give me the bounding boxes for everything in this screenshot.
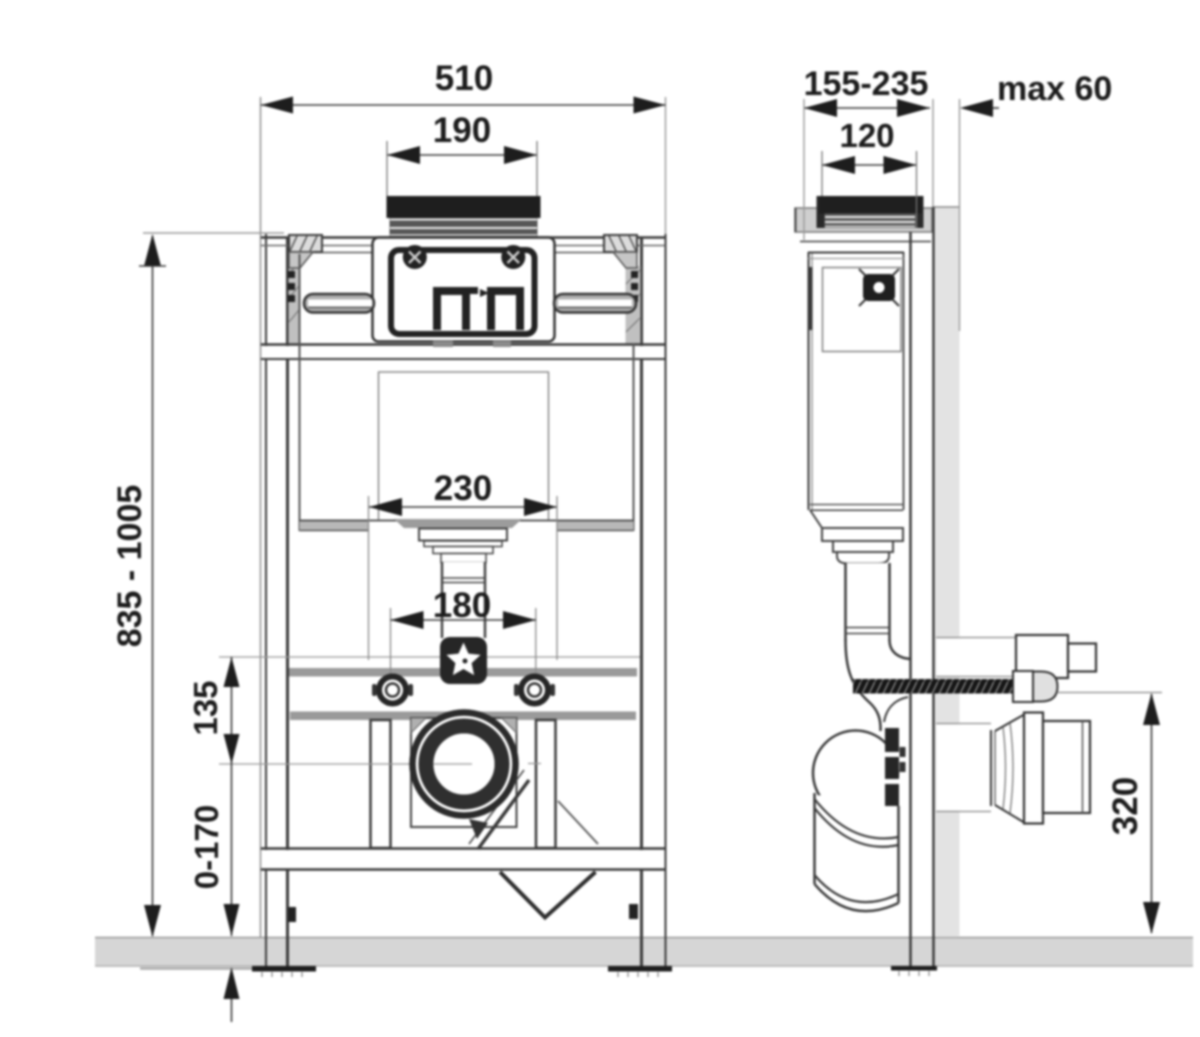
svg-text:0-170: 0-170	[188, 805, 225, 889]
svg-text:135: 135	[187, 680, 224, 735]
svg-text:180: 180	[433, 586, 491, 625]
svg-text:320: 320	[1106, 777, 1145, 835]
svg-text:120: 120	[839, 117, 894, 154]
svg-text:230: 230	[434, 469, 492, 508]
svg-text:510: 510	[435, 59, 493, 98]
svg-text:835 - 1005: 835 - 1005	[111, 485, 149, 648]
svg-text:190: 190	[433, 111, 491, 150]
svg-text:max 60: max 60	[997, 70, 1112, 108]
svg-text:155-235: 155-235	[804, 65, 929, 103]
